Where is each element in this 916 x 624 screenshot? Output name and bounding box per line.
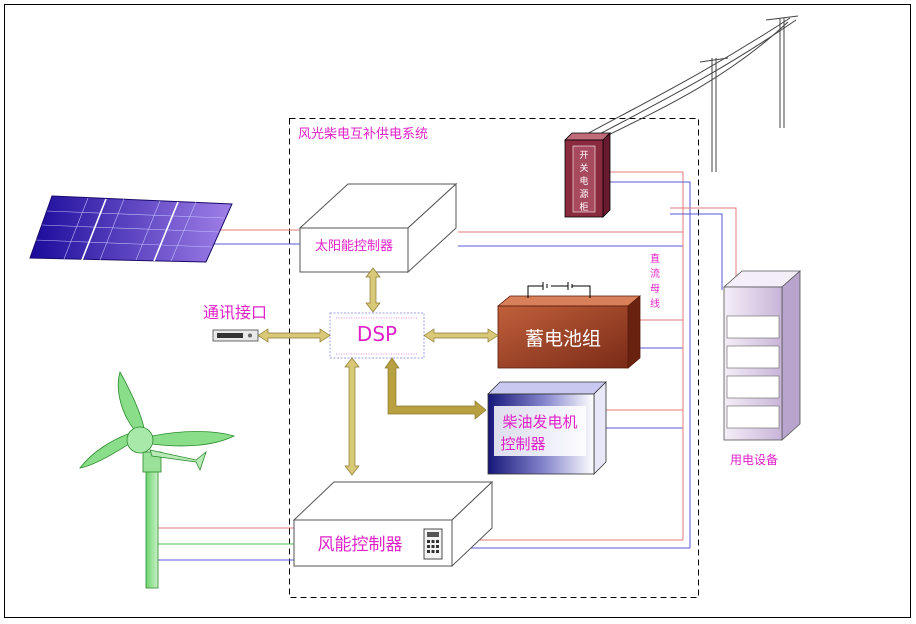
system-title: 风光柴电互补供电系统 bbox=[298, 127, 428, 142]
power-line bbox=[584, 15, 799, 172]
cabinet-char-2: 电 bbox=[579, 175, 588, 187]
turbine-blade-left bbox=[79, 433, 133, 469]
wind-controller-label: 风能控制器 bbox=[318, 535, 403, 555]
dc-bus-label: 直 流 母 线 bbox=[650, 252, 660, 310]
dc-bus-char-0: 直 bbox=[650, 252, 660, 265]
cabinet-char-3: 源 bbox=[579, 189, 588, 200]
turbine-blade-up bbox=[117, 370, 145, 433]
battery-symbol-icon bbox=[527, 282, 591, 298]
arrows bbox=[257, 267, 499, 476]
arrow-dsp-diesel bbox=[384, 357, 487, 420]
dc-bus-char-1: 流 bbox=[650, 267, 660, 280]
wind-turbine bbox=[79, 370, 236, 589]
dc-bus-char-3: 线 bbox=[650, 297, 660, 310]
load-cabinet: 用电设备 bbox=[722, 270, 802, 467]
dsp-label: DSP bbox=[357, 322, 397, 346]
battery-label: 蓄电池组 bbox=[525, 328, 601, 350]
turbine-blade-right bbox=[151, 431, 236, 447]
dc-bus-char-2: 母 bbox=[650, 283, 660, 295]
diesel-controller-line1: 柴油发电机 bbox=[502, 413, 577, 431]
cabinet-char-4: 柜 bbox=[579, 201, 588, 213]
load-label: 用电设备 bbox=[730, 453, 778, 467]
outer-frame bbox=[4, 4, 911, 618]
arrow-dsp-wind bbox=[344, 357, 360, 476]
solar-controller: 太阳能控制器 bbox=[298, 182, 458, 274]
arrow-dsp-battery bbox=[423, 328, 499, 343]
turbine-hub bbox=[126, 426, 154, 454]
solar-controller-label: 太阳能控制器 bbox=[315, 239, 393, 254]
comm-port-device bbox=[212, 329, 259, 342]
wire-bus-load-blue bbox=[670, 213, 723, 290]
diesel-controller: 柴油发电机 控制器 bbox=[487, 381, 607, 475]
turbine-tower bbox=[145, 469, 159, 589]
diesel-controller-line2: 控制器 bbox=[500, 435, 545, 453]
turbine-tail bbox=[149, 449, 207, 472]
cabinet-char-1: 关 bbox=[579, 162, 588, 174]
arrow-solar-dsp bbox=[365, 267, 381, 313]
wire-bus-load-red bbox=[670, 207, 737, 285]
wire-cabinet-red bbox=[610, 171, 684, 540]
solar-panel bbox=[29, 195, 233, 263]
cabinet-char-0: 开 bbox=[579, 150, 588, 161]
arrow-comm-dsp bbox=[257, 328, 331, 343]
wire-cabinet-blue bbox=[610, 181, 691, 548]
battery-bank: 蓄电池组 bbox=[496, 282, 642, 369]
calculator-icon bbox=[423, 528, 443, 560]
switch-cabinet: 开 关 电 源 柜 bbox=[564, 132, 611, 218]
dsp-unit: DSP bbox=[329, 312, 425, 359]
wires bbox=[158, 171, 737, 561]
wind-controller: 风能控制器 bbox=[292, 480, 494, 568]
system-boundary bbox=[289, 118, 699, 598]
comm-port-label: 通讯接口 bbox=[203, 303, 267, 322]
